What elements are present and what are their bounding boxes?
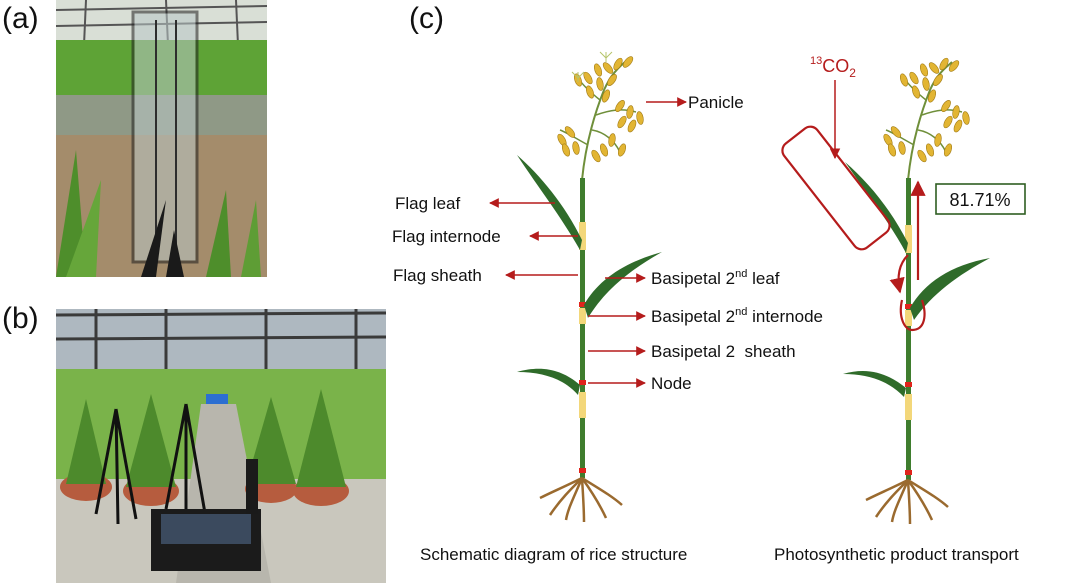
- allocation-percent: 81.71%: [949, 190, 1010, 210]
- label-flag-sheath: Flag sheath: [393, 266, 482, 285]
- panicle-left: [555, 51, 645, 181]
- transport-arrow-down: [889, 254, 909, 294]
- caption-photosynthetic-transport: Photosynthetic product transport: [774, 545, 1019, 564]
- label-flag-internode: Flag internode: [392, 227, 501, 246]
- panicle-right: [881, 56, 971, 181]
- tracer-label: 13CO2: [810, 55, 856, 80]
- label-flag-leaf: Flag leaf: [395, 194, 460, 213]
- flag-leaf-right: [845, 162, 908, 253]
- panel-label-c: (c): [409, 2, 444, 35]
- roots-left: [539, 476, 623, 523]
- allocation-percent-box: [935, 183, 1026, 215]
- flag-internode-left: [579, 222, 586, 250]
- rice-plant-left: [517, 51, 662, 523]
- label-panicle: Panicle: [688, 93, 744, 112]
- flag-leaf-left: [517, 155, 582, 250]
- photo-a-assimilation-chamber: [56, 0, 267, 277]
- label-basipetal-leaf: Basipetal 2nd leaf: [651, 268, 780, 288]
- caption-rice-structure: Schematic diagram of rice structure: [420, 545, 687, 564]
- label-basipetal-internode: Basipetal 2nd internode: [651, 306, 823, 326]
- photo-b-greenhouse-setup: [56, 309, 386, 583]
- panel-label-a: (a): [2, 2, 39, 35]
- label-basipetal-sheath: Basipetal 2 sheath: [651, 342, 796, 361]
- stem-left: [580, 178, 585, 478]
- node-marker: [579, 468, 586, 473]
- roots-right: [865, 478, 949, 525]
- rice-plant-right: [843, 56, 990, 525]
- panel-label-b: (b): [2, 302, 39, 335]
- basipetal-leaf-left: [584, 252, 662, 318]
- node-marker: [579, 380, 586, 385]
- labeling-chamber-outline: [781, 125, 891, 251]
- transport-loop: [899, 299, 926, 332]
- node-marker: [579, 302, 586, 307]
- label-node: Node: [651, 374, 692, 393]
